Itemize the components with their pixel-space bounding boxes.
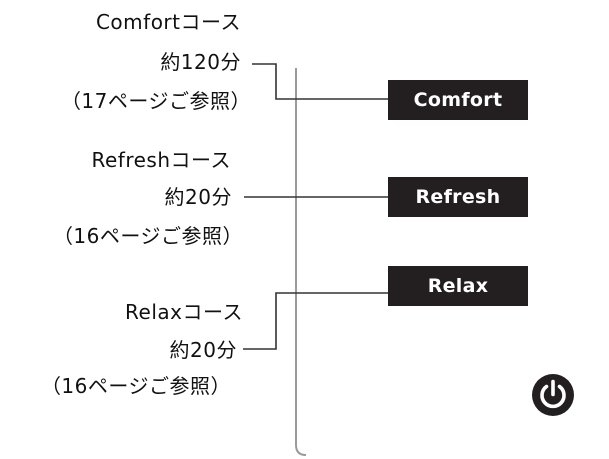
comfort-course-time: 約120分 [160,50,241,74]
relax-button[interactable]: Relax [388,266,528,306]
refresh-course-ref: （16ページご参照） [52,224,243,248]
refresh-course-name: Refreshコース [91,148,231,172]
comfort-button[interactable]: Comfort [388,80,528,120]
comfort-leader-line [252,63,388,100]
relax-course-ref: （16ページご参照） [40,374,231,398]
relax-course-time: 約20分 [169,338,237,362]
panel-edge [295,68,307,456]
power-icon[interactable] [531,373,575,417]
comfort-course-name: Comfortコース [95,10,241,34]
refresh-course-time: 約20分 [164,185,232,209]
refresh-button[interactable]: Refresh [388,177,528,217]
comfort-course-ref: （17ページご参照） [60,89,251,113]
relax-course-name: Relaxコース [125,300,243,324]
relax-leader-line [243,292,388,350]
